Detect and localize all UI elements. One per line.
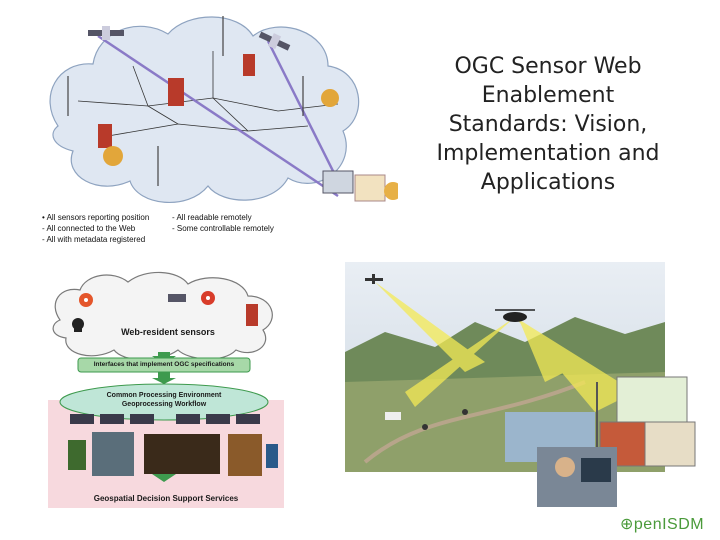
title-line: Applications: [480, 170, 616, 195]
bullet: - All connected to the Web: [42, 224, 136, 233]
person-icon: [422, 424, 428, 430]
decision-support-label: Geospatial Decision Support Services: [93, 494, 239, 503]
openisdm-logo: ⊕penISDM: [620, 516, 705, 533]
uav-icon: [365, 274, 383, 284]
workflow-label: Geoprocessing Workflow: [121, 401, 207, 408]
person-icon: [321, 89, 339, 107]
firefighter-photo: [228, 434, 262, 476]
network-links: [77, 51, 339, 137]
title-line: Enablement: [481, 83, 615, 108]
satellite-icon: [258, 31, 291, 51]
sensor-beams: [375, 282, 635, 412]
architecture-figure: Web-resident sensors Interfaces that imp…: [48, 268, 284, 508]
road: [363, 380, 586, 464]
person-icon: [462, 409, 468, 415]
processing-label: Common Processing Environment: [106, 392, 222, 399]
bullet: - All with metadata registered: [42, 235, 146, 244]
sensor-web-figure: • All sensors reporting position - All c…: [38, 6, 402, 250]
map-panel: [616, 376, 688, 428]
sensors-label: Web-resident sensors: [121, 327, 215, 337]
interface-bar: [77, 357, 251, 373]
helicopter-icon: [495, 309, 535, 322]
satellite-icon: [88, 26, 124, 40]
ops-center-photo: [144, 434, 220, 474]
title-line: OGC Sensor Web: [454, 54, 642, 79]
bullet: - Some controllable remotely: [172, 224, 274, 233]
operator-photo: [537, 447, 617, 507]
sensor-cloud: [52, 271, 273, 361]
computer-user-icon: [322, 170, 402, 202]
sensor-bullets-left: • All sensors reporting position - All c…: [42, 212, 149, 245]
sensor-landscape-illustration: [345, 262, 715, 512]
responders-photo: [92, 432, 134, 476]
skull-icon: [72, 318, 84, 332]
architecture-graphic: [48, 271, 284, 508]
bullet: • All sensors reporting position: [42, 213, 150, 222]
processing-ellipse: [59, 383, 269, 421]
handheld-device-photo: [68, 440, 86, 470]
building-icon: [246, 304, 258, 326]
network-cloud: [49, 16, 360, 204]
interface-label: Interfaces that implement OGC specificat…: [93, 361, 235, 368]
monitor-row: [70, 414, 260, 424]
satellite-icon: [168, 294, 186, 302]
landscape-graphic: [345, 262, 696, 507]
radiation-icon: [79, 293, 93, 307]
sensor-web-cloud-illustration: [49, 16, 402, 204]
person-icon: [103, 146, 123, 166]
map-panel: [644, 421, 696, 467]
title-line: Implementation and: [436, 141, 660, 166]
phone-photo: [266, 444, 278, 468]
slide-title: OGC Sensor Web Enablement Standards: Vis…: [428, 52, 668, 197]
biohazard-icon: [201, 291, 215, 305]
bullet: - All readable remotely: [172, 213, 252, 222]
vehicle-icon: [385, 412, 401, 420]
sensor-bullets-right: - All readable remotely - Some controlla…: [172, 212, 274, 234]
building-icon: [98, 54, 255, 148]
title-line: Standards: Vision,: [448, 112, 648, 137]
weather-station-icon: [67, 16, 304, 186]
